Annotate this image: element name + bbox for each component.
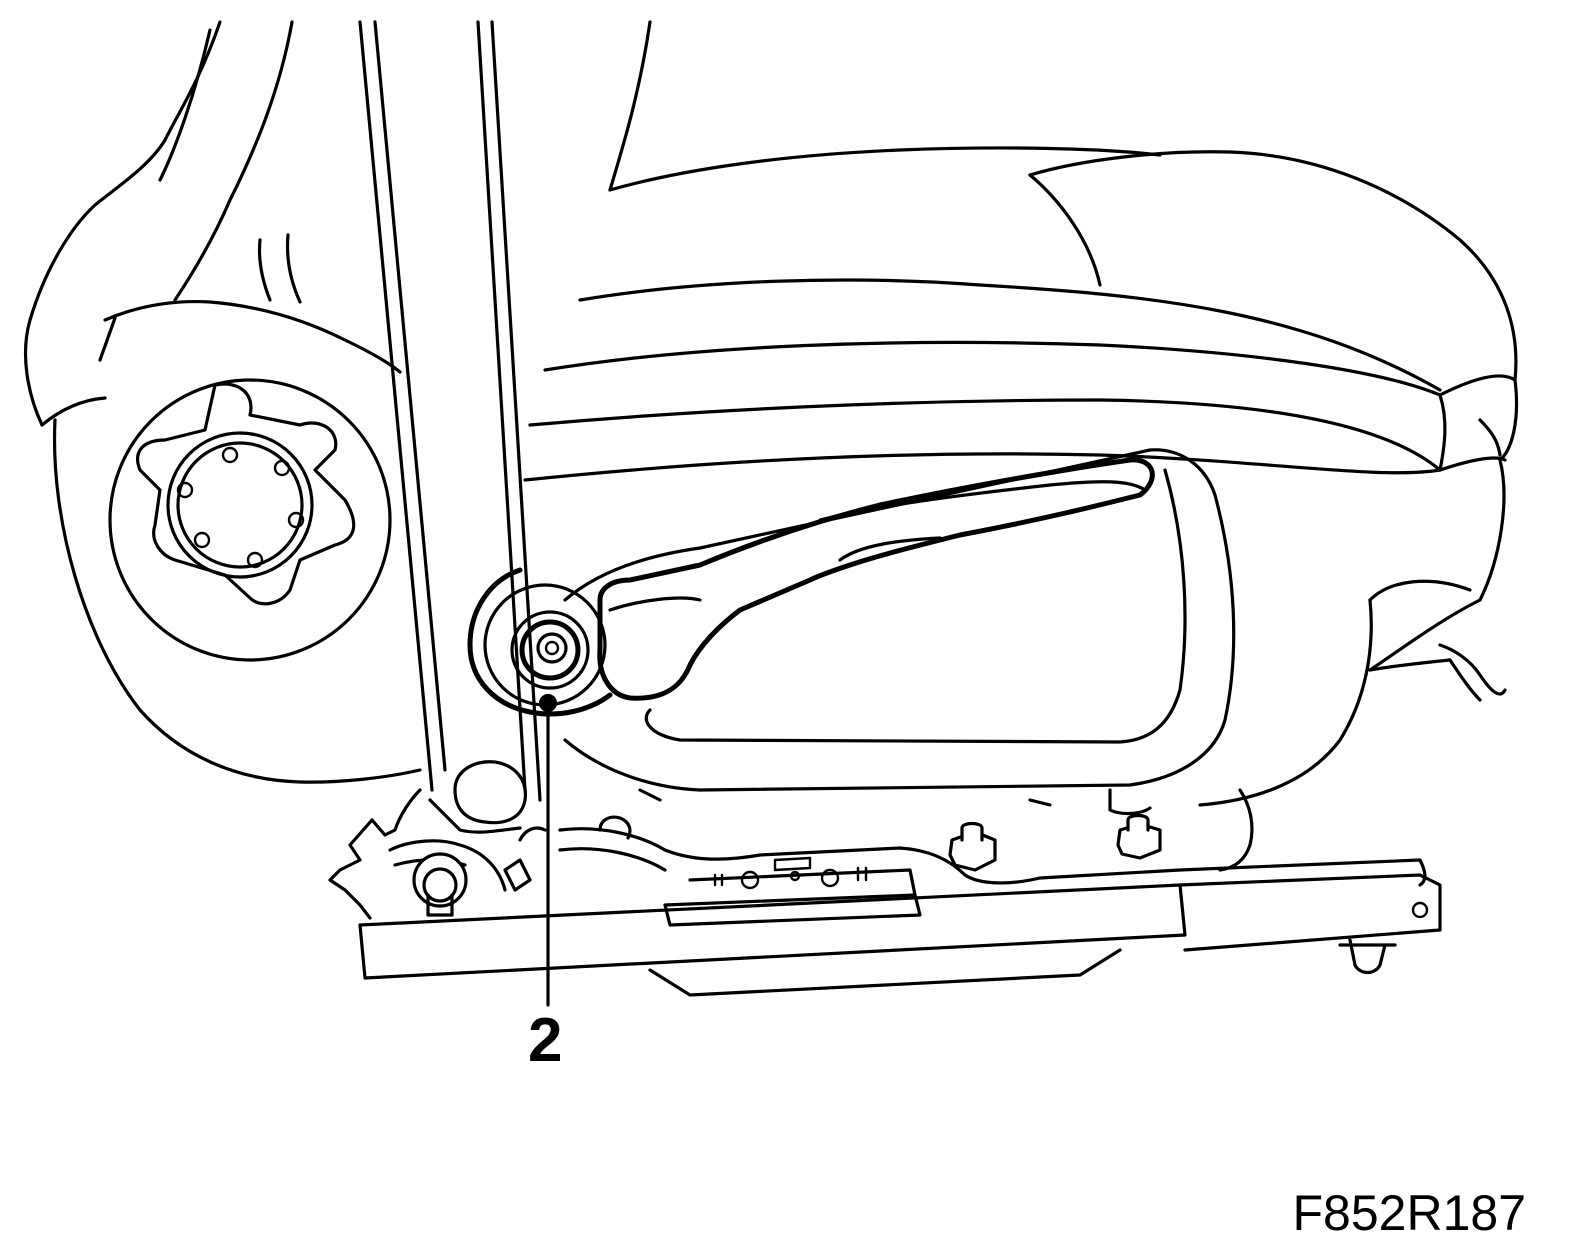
seat-rail	[358, 788, 1442, 997]
rail-nuts	[948, 813, 1162, 872]
seat-side-cover	[563, 448, 1373, 807]
seat-belt-strap	[358, 20, 542, 825]
seat-backrest	[23, 20, 652, 427]
figure-id: F852R187	[1292, 1185, 1527, 1241]
callout-2-leader	[539, 694, 557, 1007]
seat-cushion	[523, 146, 1519, 702]
recliner-mechanism	[52, 378, 422, 784]
pivot-bolt	[467, 567, 613, 717]
adjustment-lever	[597, 457, 1155, 701]
callout-2-label: 2	[528, 1006, 563, 1075]
callout-2-dot	[539, 694, 557, 712]
lower-bracket	[328, 788, 547, 920]
